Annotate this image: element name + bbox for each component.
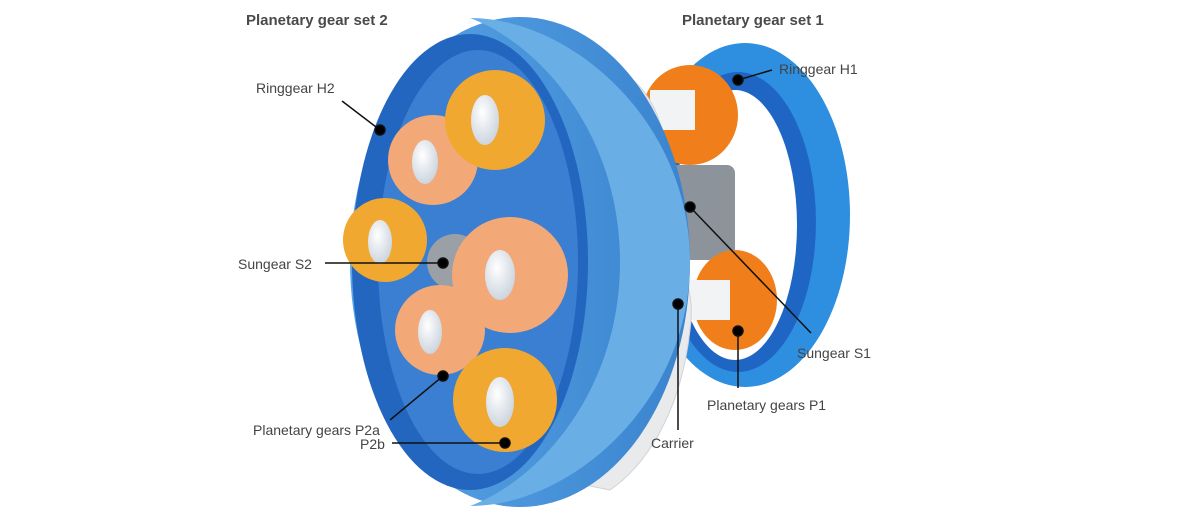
label-planetary-gears-p1: Planetary gears P1 <box>707 397 827 413</box>
title-gear-set-2: Planetary gear set 2 <box>246 12 388 29</box>
leader-lines <box>325 69 812 449</box>
gear-set-2 <box>343 17 690 507</box>
label-ringgear-h1: Ringgear H1 <box>779 61 858 77</box>
label-sungear-s1: Sungear S1 <box>797 345 871 361</box>
label-planetary-gears-p2a: Planetary gears P2a <box>253 422 380 438</box>
label-carrier: Carrier <box>651 435 694 451</box>
ringgear-h2-face <box>470 18 690 506</box>
label-ringgear-h2: Ringgear H2 <box>256 80 335 96</box>
label-sungear-s2: Sungear S2 <box>238 256 312 272</box>
label-planetary-gears-p2b: P2b <box>360 436 385 452</box>
title-gear-set-1: Planetary gear set 1 <box>682 12 824 29</box>
